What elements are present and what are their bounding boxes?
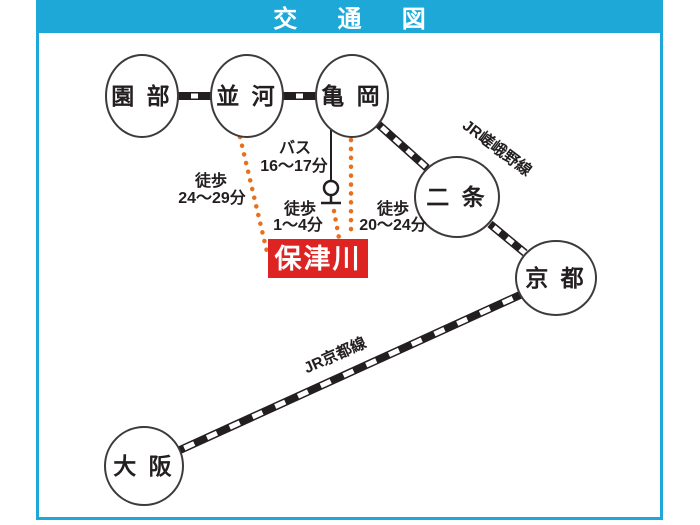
route-mode: 徒歩 (194, 171, 227, 190)
station-nijo: 二 条 (414, 156, 500, 238)
route-mode: 徒歩 (283, 199, 316, 218)
station-circle (515, 240, 597, 316)
station-circle (414, 156, 500, 238)
rail-gap (178, 292, 522, 453)
route-time: 16〜17分 (260, 157, 328, 175)
walk-route-namikawa-to-hozugawa (237, 134, 270, 255)
station-circle (315, 54, 389, 138)
destination-label: 保津川 (274, 244, 362, 274)
station-circle (210, 54, 284, 138)
station-label-kyoto: 京 都 (525, 265, 586, 291)
station-osaka: 大 阪 (104, 426, 184, 506)
route-mode: 徒歩 (376, 199, 409, 218)
rail-segment-kameoka-nijo (375, 121, 430, 171)
station-circle (104, 426, 184, 506)
rail-segment-kyoto-osaka (178, 291, 522, 454)
station-label-kameoka: 亀 岡 (321, 83, 382, 109)
bus-stop-icon (321, 179, 341, 205)
route-mode: バス (279, 139, 311, 157)
route-label-walk-kameoka: 徒歩 20〜24分 (359, 199, 427, 234)
walk-route-busstop-to-hozugawa (331, 208, 342, 241)
route-label-bus-kameoka: バス 16〜17分 (260, 139, 328, 175)
station-namikawa: 並 河 (210, 54, 284, 138)
rail-gap (488, 222, 527, 255)
route-time: 24〜29分 (178, 189, 246, 207)
station-circle (105, 54, 179, 138)
rail-segment-nijo-kyoto (487, 220, 528, 257)
station-sonobe: 園 部 (105, 54, 179, 138)
route-time: 20〜24分 (359, 216, 427, 234)
station-label-nijo: 二 条 (426, 184, 487, 210)
title-bar: 交 通 図 (36, 0, 663, 33)
route-time: 1〜4分 (273, 216, 323, 234)
station-kameoka: 亀 岡 (315, 54, 389, 138)
route-label-walk-busstop: 徒歩 1〜4分 (273, 199, 323, 234)
station-label-sonobe: 園 部 (111, 83, 172, 109)
destination-hozugawa: 保津川 (268, 239, 368, 278)
station-kyoto: 京 都 (515, 240, 597, 316)
rail-gap (376, 122, 429, 170)
station-label-namikawa: 並 河 (216, 83, 277, 109)
map-title: 交 通 図 (273, 6, 443, 33)
bus-stop-head (322, 179, 340, 197)
station-label-osaka: 大 阪 (113, 453, 174, 479)
route-label-walk-namikawa: 徒歩 24〜29分 (178, 171, 246, 207)
destination-box (268, 239, 368, 278)
